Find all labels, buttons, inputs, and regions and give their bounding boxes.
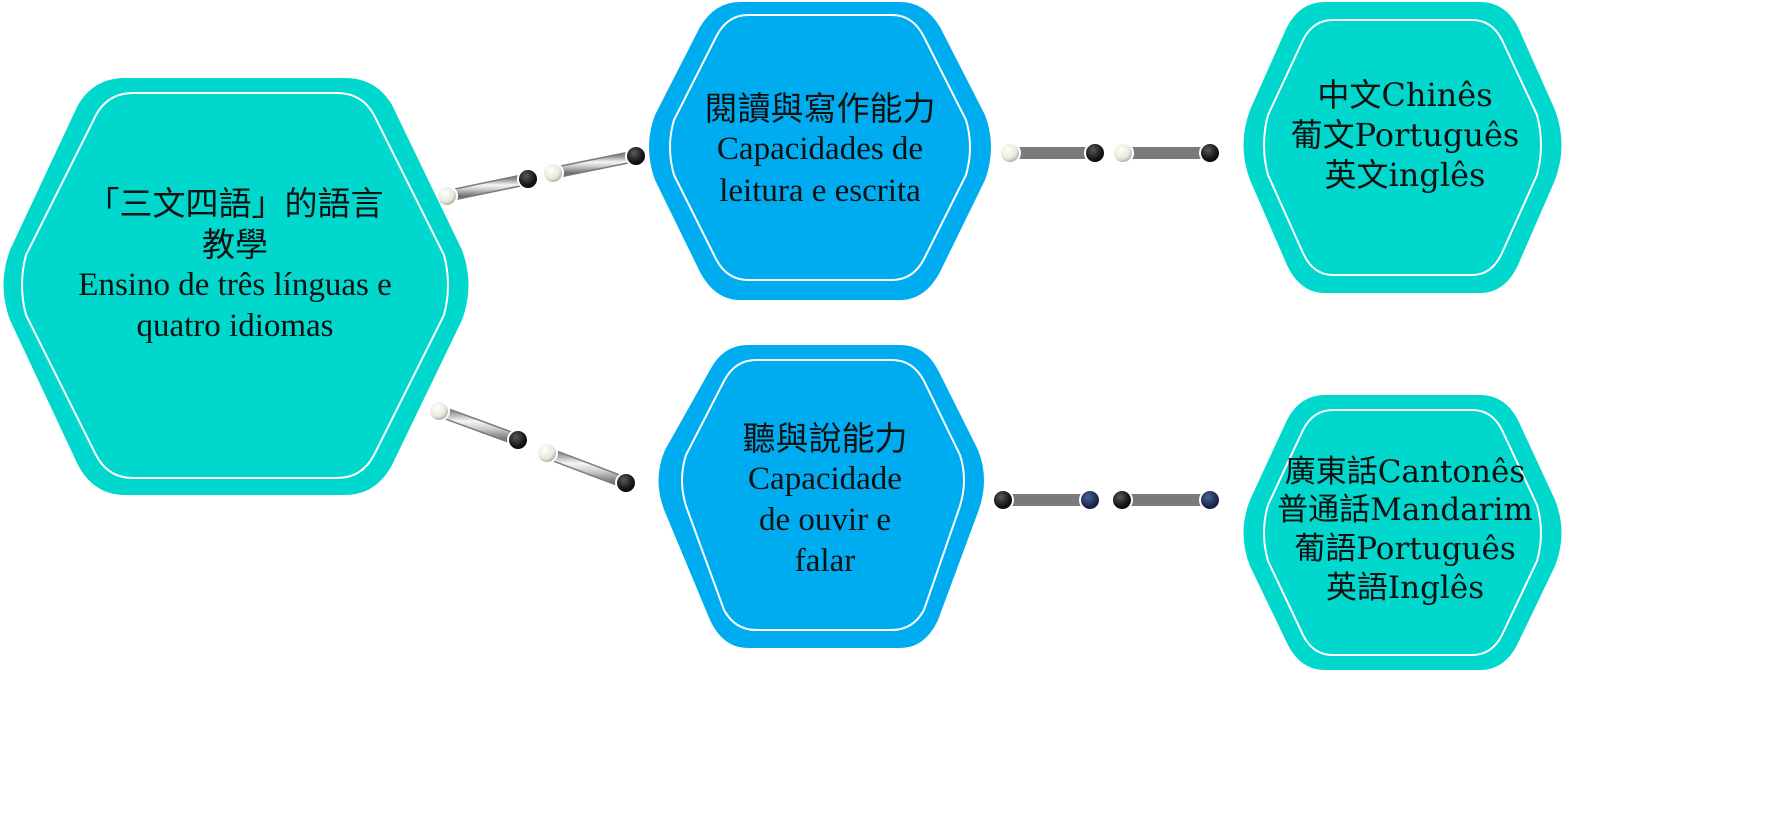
listening-speaking-pt-line3: falar: [794, 543, 856, 580]
spoken-languages-hexagon: [1243, 395, 1562, 670]
written-language-portuguese: 葡文Português: [1290, 116, 1520, 154]
root-title-zh-line2: 教學: [202, 224, 268, 264]
reading-writing-pt-line1: Capacidades de: [716, 131, 924, 168]
root-title-pt-line1: Ensino de três línguas e: [78, 267, 392, 303]
root-title-pt-line2: quatro idiomas: [136, 308, 334, 345]
reading-writing-node-text: 閱讀與寫作能力 Capacidades de leitura e escrita: [670, 60, 970, 240]
written-language-chinese: 中文Chinês: [1317, 76, 1493, 114]
connector-reading-writing-to-written-languages: [999, 142, 1221, 164]
connector-segment: [542, 145, 647, 184]
reading-writing-pt-line2: leitura e escrita: [719, 172, 921, 209]
connector-segment: [999, 142, 1106, 164]
spoken-language-cantonese: 廣東話Cantonês: [1284, 453, 1526, 490]
written-language-english: 英文inglês: [1324, 156, 1486, 194]
spoken-languages-node-text: 廣東話Cantonês 普通話Mandarim 葡語Português 英語In…: [1255, 440, 1555, 620]
listening-speaking-hexagon: [658, 345, 984, 648]
root-title-zh-line1: 「三文四語」的語言: [86, 183, 384, 223]
connector-segment: [536, 442, 637, 494]
spoken-language-mandarin: 普通話Mandarim: [1277, 492, 1533, 529]
written-languages-node-text: 中文Chinês 葡文Português 英文inglês: [1265, 70, 1545, 200]
spoken-language-portuguese: 葡語Português: [1294, 531, 1516, 567]
connector-segment: [1112, 142, 1221, 164]
spoken-language-english: 英語Inglês: [1325, 569, 1485, 606]
listening-speaking-pt-line2: de ouvir e: [759, 502, 891, 538]
listening-speaking-zh: 聽與說能力: [742, 418, 908, 458]
connector-segment: [1111, 489, 1221, 511]
listening-speaking-node-text: 聽與說能力 Capacidade de ouvir e falar: [680, 400, 970, 600]
connector-segment: [428, 400, 529, 451]
connector-segment: [992, 489, 1101, 511]
reading-writing-zh: 閱讀與寫作能力: [704, 89, 936, 129]
connector-listening-speaking-to-spoken-languages: [992, 489, 1221, 511]
connector-root-to-reading-writing: [436, 145, 647, 207]
reading-writing-hexagon: [649, 2, 991, 300]
root-node-text: 「三文四語」的語言 教學 Ensino de três línguas e qu…: [40, 160, 430, 370]
listening-speaking-pt-line1: Capacidade: [748, 460, 902, 497]
connector-segment: [436, 168, 539, 207]
connector-root-to-listening-speaking: [428, 400, 637, 494]
written-languages-hexagon: [1243, 2, 1562, 293]
root-hexagon: [3, 78, 469, 495]
